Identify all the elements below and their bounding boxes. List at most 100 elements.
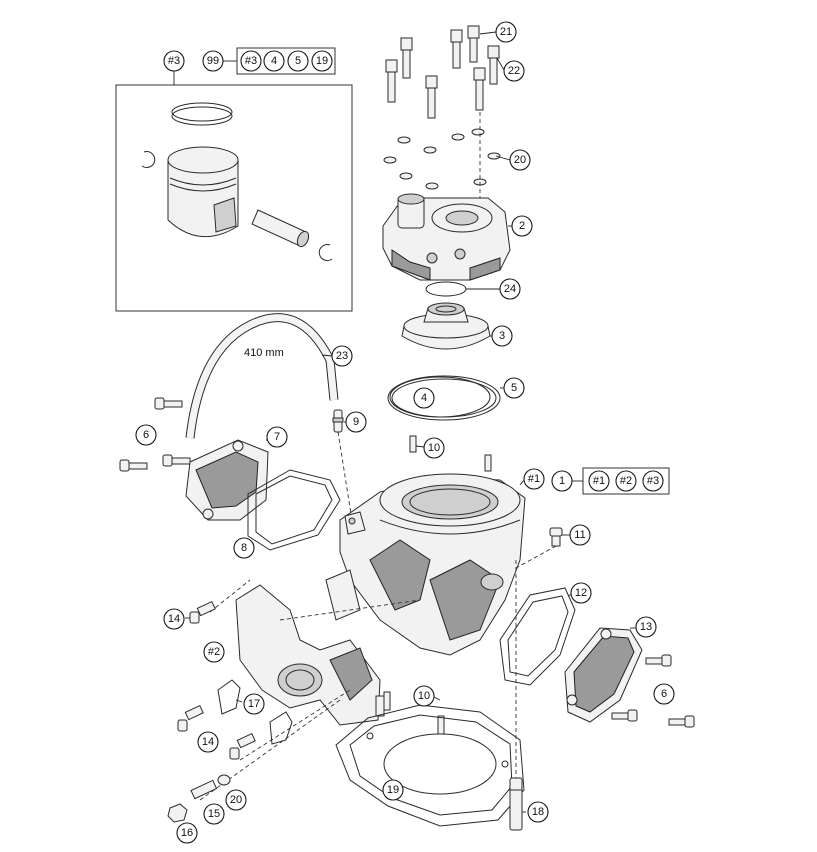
stud-15 — [190, 779, 218, 800]
svg-text:10: 10 — [418, 690, 430, 702]
callout-14-top: 14 — [163, 608, 185, 630]
side-cover — [564, 627, 643, 723]
screws-left — [119, 397, 191, 472]
svg-text:16: 16 — [181, 827, 193, 839]
callout-group-4: 4 — [263, 50, 285, 72]
callout-6-left: 6 — [135, 424, 157, 446]
piston-kit-group — [115, 70, 353, 312]
svg-text:5: 5 — [295, 55, 301, 67]
screw-14-mid — [229, 732, 256, 760]
screw-14-top — [189, 600, 216, 624]
stud-18 — [509, 777, 523, 831]
bolt — [473, 67, 486, 111]
svg-text:15: 15 — [208, 808, 220, 820]
hose-length-label: 410 mm — [244, 347, 284, 359]
head-gasket-4 — [389, 376, 491, 418]
callout-15: 15 — [203, 803, 225, 825]
hose-nipple — [332, 409, 344, 433]
svg-text:5: 5 — [511, 382, 517, 394]
callout-assy-2: #2 — [203, 641, 225, 663]
svg-text:14: 14 — [168, 613, 180, 625]
svg-text:12: 12 — [575, 587, 587, 599]
svg-text:24: 24 — [504, 283, 516, 295]
svg-text:14: 14 — [202, 736, 214, 748]
exhaust-valve-housing — [235, 584, 385, 726]
small-gasket — [269, 711, 293, 745]
callout-7: 7 — [266, 426, 288, 448]
svg-text:2: 2 — [519, 220, 525, 232]
callout-group-5: 5 — [287, 50, 309, 72]
circlip-left — [141, 151, 156, 169]
nut-16 — [167, 803, 188, 823]
callout-2: 2 — [511, 215, 533, 237]
cylinder-head — [382, 193, 511, 281]
screws-right — [611, 654, 695, 728]
svg-text:19: 19 — [316, 55, 328, 67]
screw-14-bottom — [177, 704, 204, 732]
callout-9: 9 — [345, 411, 367, 433]
drain-plug — [549, 527, 563, 547]
callout-99: 99 — [202, 50, 224, 72]
dowel-pin — [409, 435, 417, 453]
svg-text:13: 13 — [640, 621, 652, 633]
bolt — [400, 37, 413, 79]
svg-text:4: 4 — [271, 55, 277, 67]
svg-text:20: 20 — [230, 794, 242, 806]
svg-text:20: 20 — [514, 154, 526, 166]
callout-22: 22 — [503, 60, 525, 82]
callout-21: 21 — [495, 21, 517, 43]
svg-text:21: 21 — [500, 26, 512, 38]
combustion-chamber-insert — [401, 302, 491, 350]
svg-text:11: 11 — [574, 529, 585, 541]
piston — [167, 146, 239, 238]
callout-17: 17 — [243, 693, 265, 715]
svg-text:7: 7 — [274, 431, 280, 443]
callout-23: 23 — [331, 345, 353, 367]
callout-5: 5 — [503, 377, 525, 399]
callout-24: 24 — [499, 278, 521, 300]
callout-group-19: 19 — [311, 50, 333, 72]
callout-10-bottom: 10 — [413, 685, 435, 707]
callout-kit-3: #3 — [163, 50, 185, 72]
svg-text:#3: #3 — [168, 55, 180, 67]
flange-gasket — [247, 469, 341, 551]
bolt — [487, 45, 500, 85]
dowel-pin — [383, 691, 391, 711]
svg-text:19: 19 — [387, 784, 399, 796]
svg-text:6: 6 — [661, 688, 667, 700]
callout-20-bottom: 20 — [225, 789, 247, 811]
callout-group-1: #1 — [588, 470, 610, 492]
callout-14-bottom: 14 — [197, 731, 219, 753]
callout-group-3b: #3 — [642, 470, 664, 492]
callout-assy-1: #1 — [523, 468, 545, 490]
callout-13: 13 — [635, 616, 657, 638]
dowel-pin — [484, 454, 492, 472]
svg-text:#3: #3 — [647, 475, 659, 487]
small-gasket — [217, 679, 241, 715]
piston-pin — [251, 209, 310, 248]
callout-1: 1 — [551, 470, 573, 492]
svg-text:#3: #3 — [245, 55, 257, 67]
svg-text:99: 99 — [207, 55, 219, 67]
callout-6-right: 6 — [653, 683, 675, 705]
cylinder — [325, 473, 526, 656]
svg-text:18: 18 — [532, 806, 544, 818]
bolt — [467, 25, 480, 63]
callout-20-top: 20 — [509, 149, 531, 171]
circlip-right — [318, 244, 333, 262]
washer — [217, 774, 231, 786]
svg-text:10: 10 — [428, 442, 440, 454]
callout-16: 16 — [176, 822, 198, 844]
callout-18: 18 — [527, 801, 549, 823]
callout-4: 4 — [413, 387, 435, 409]
side-cover-gasket — [499, 587, 576, 686]
washers-top — [383, 128, 501, 190]
svg-text:#1: #1 — [528, 473, 540, 485]
svg-text:23: 23 — [336, 350, 348, 362]
callout-group-3: #3 — [240, 50, 262, 72]
svg-text:#2: #2 — [620, 475, 632, 487]
callout-3: 3 — [491, 325, 513, 347]
svg-text:6: 6 — [143, 429, 149, 441]
svg-text:4: 4 — [421, 392, 427, 404]
